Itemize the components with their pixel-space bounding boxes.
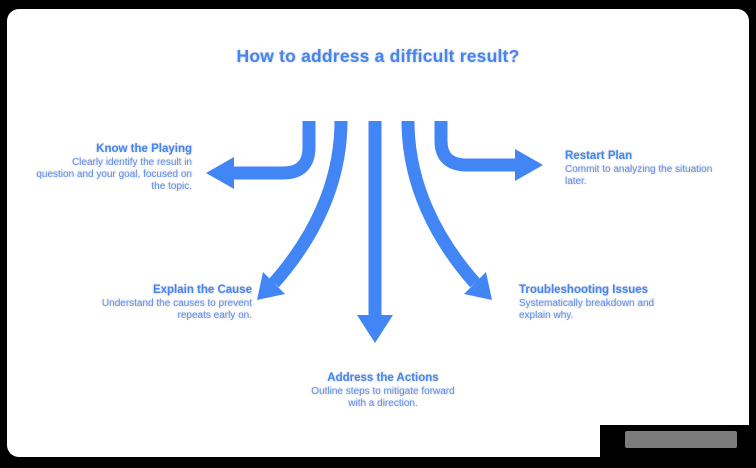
node-explain-the-cause: Explain the Cause Understand the causes … xyxy=(96,284,252,322)
node-heading: Explain the Cause xyxy=(152,284,252,296)
node-body: Clearly identify the result in question … xyxy=(36,157,192,192)
node-heading: Address the Actions xyxy=(327,372,439,384)
node-body: Outline steps to mitigate forward with a… xyxy=(311,386,455,409)
node-body: Commit to analyzing the situation later. xyxy=(565,164,713,187)
node-heading: Know the Playing xyxy=(96,143,192,155)
node-body: Understand the causes to prevent repeats… xyxy=(101,298,252,321)
node-heading: Troubleshooting Issues xyxy=(519,284,649,296)
watermark-badge[interactable] xyxy=(600,425,756,468)
node-restart-plan: Restart Plan Commit to analyzing the sit… xyxy=(565,150,725,188)
node-heading: Restart Plan xyxy=(565,150,633,162)
node-know-the-playing: Know the Playing Clearly identify the re… xyxy=(36,143,192,193)
node-troubleshooting-issues: Troubleshooting Issues Systematically br… xyxy=(519,284,679,322)
node-address-the-actions: Address the Actions Outline steps to mit… xyxy=(308,372,458,410)
watermark-redacted-bar xyxy=(625,431,737,448)
node-body: Systematically breakdown and explain why… xyxy=(519,298,655,321)
diagram-title: How to address a difficult result? xyxy=(236,46,520,66)
